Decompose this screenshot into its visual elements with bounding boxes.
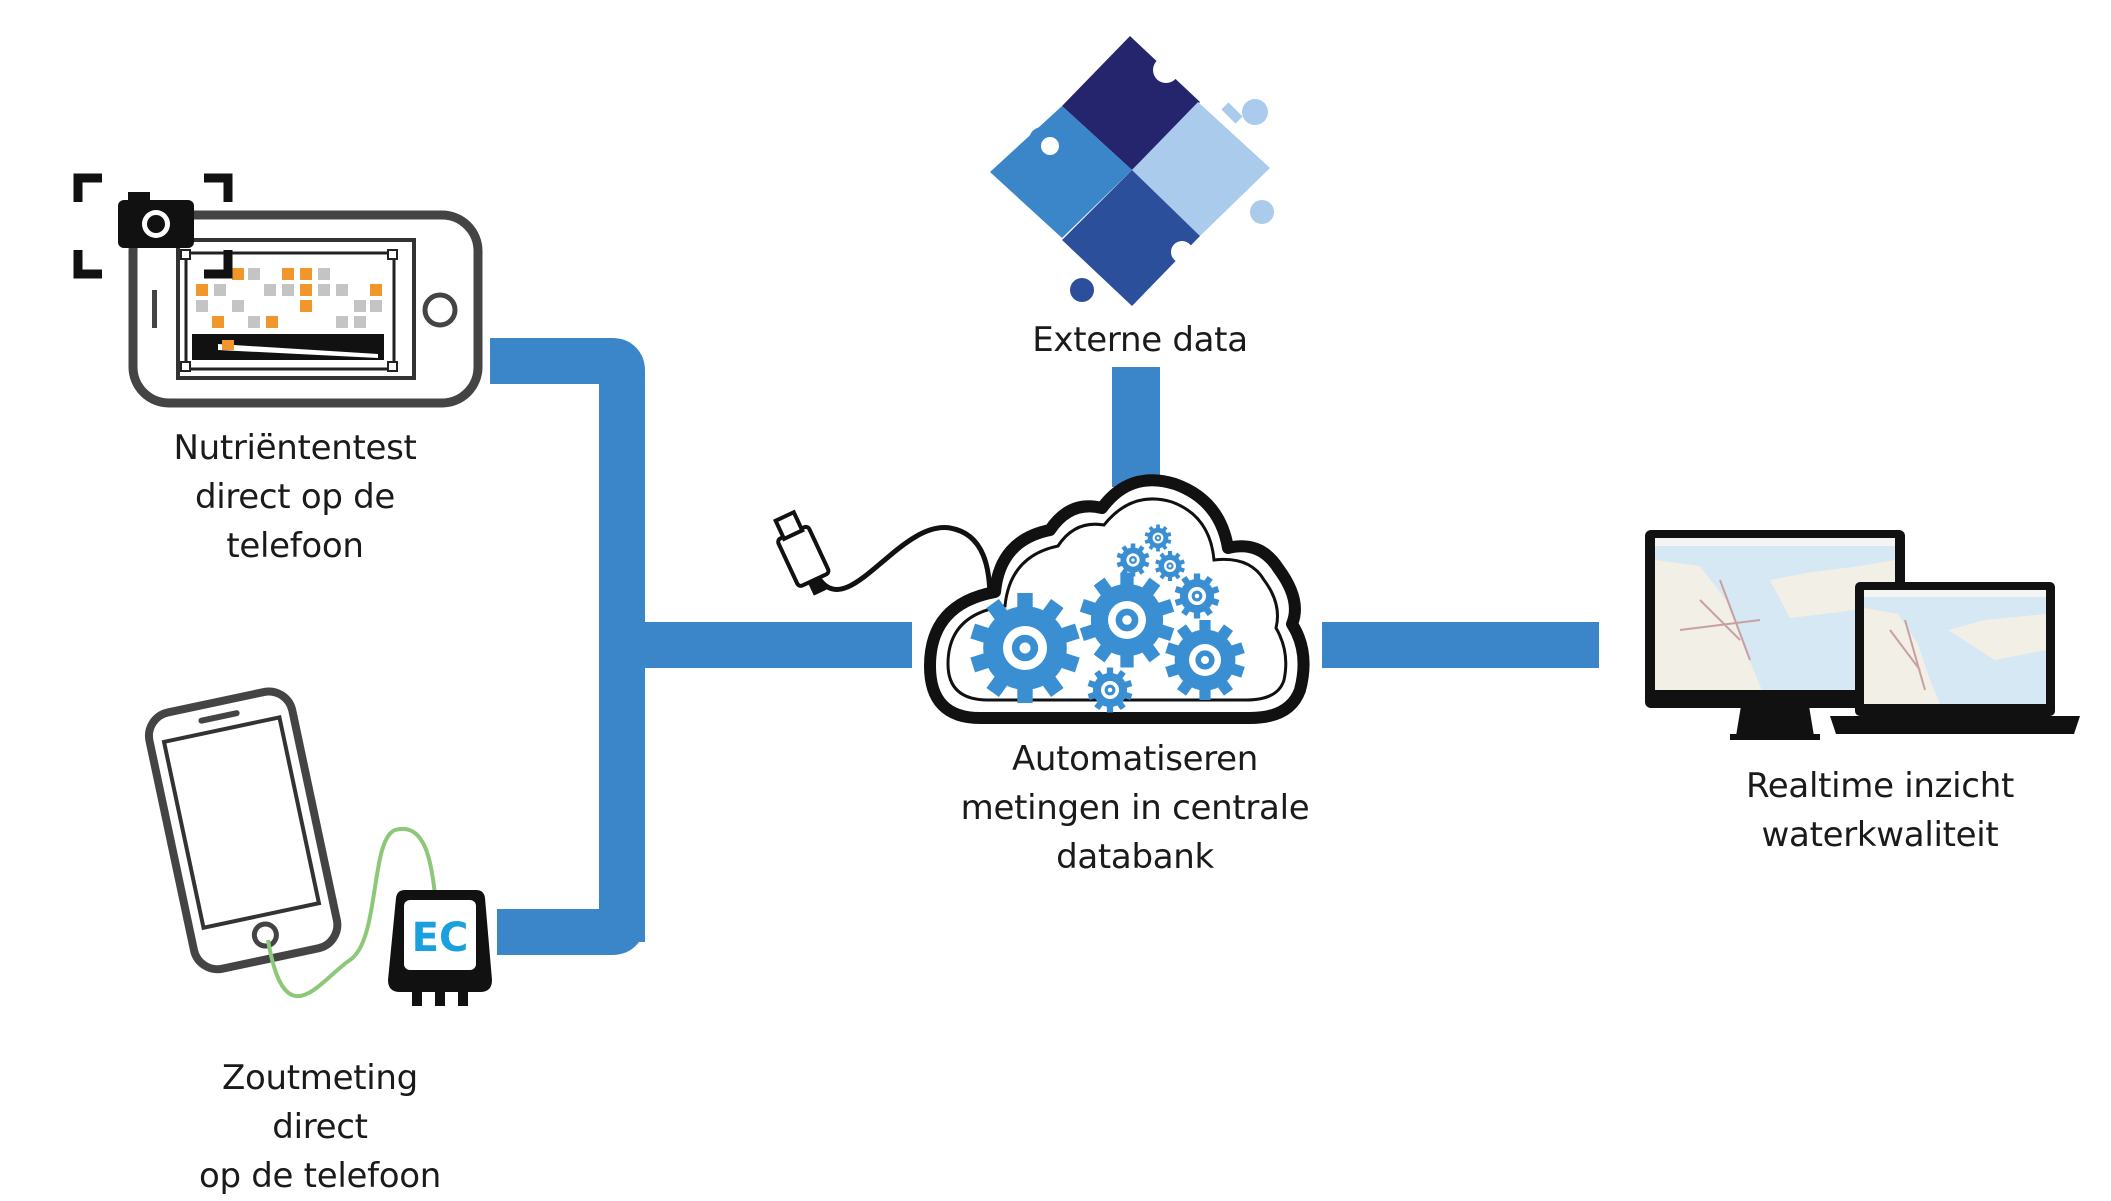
connector-to-monitors <box>1322 622 1599 668</box>
connector-top-device <box>490 338 645 942</box>
label-central-line-1: Automatiseren <box>1011 739 1259 779</box>
label-salt-measurement: Zoutmeting direct op de telefoon <box>165 1054 475 1201</box>
label-nutrient-line-2: direct op de <box>194 477 396 517</box>
label-salt-line-1: Zoutmeting <box>222 1058 418 1098</box>
ec-sensor-icon: EC <box>388 890 492 1006</box>
label-central-line-2: metingen in centrale <box>960 788 1310 828</box>
label-salt-line-2: direct <box>272 1107 368 1147</box>
label-external-data: Externe data <box>1000 316 1280 365</box>
camera-viewfinder-icon <box>73 173 233 279</box>
label-nutrient-line-1: Nutriëntentest <box>173 428 417 468</box>
cloud-gears-icon <box>924 474 1310 724</box>
ec-sensor-label: EC <box>412 915 469 961</box>
test-strip-cells <box>196 268 382 328</box>
label-central-database: Automatiseren metingen in centrale datab… <box>955 735 1315 882</box>
label-realtime-line-1: Realtime inzicht <box>1746 766 2014 806</box>
connector-to-cloud <box>622 622 912 668</box>
puzzle-icon <box>990 36 1274 306</box>
monitor-laptop-icon <box>1645 530 2080 740</box>
label-realtime-line-2: waterkwaliteit <box>1761 815 1999 855</box>
label-salt-line-3: op de telefoon <box>198 1156 442 1196</box>
connector-lines <box>490 338 1599 955</box>
nutrient-phone-icon <box>128 210 483 408</box>
connector-external-data <box>1112 367 1160 487</box>
sensor-cable <box>266 826 438 998</box>
salt-phone-icon <box>144 687 342 974</box>
label-external-line-1: Externe data <box>1032 320 1248 360</box>
label-realtime-insight: Realtime inzicht waterkwaliteit <box>1720 762 2040 860</box>
label-nutrient-line-3: telefoon <box>226 526 364 566</box>
usb-cable-icon <box>772 509 993 601</box>
connector-bottom-device <box>497 640 645 955</box>
label-central-line-3: databank <box>1056 837 1214 877</box>
label-nutrient-test: Nutriëntentest direct op de telefoon <box>140 424 450 571</box>
